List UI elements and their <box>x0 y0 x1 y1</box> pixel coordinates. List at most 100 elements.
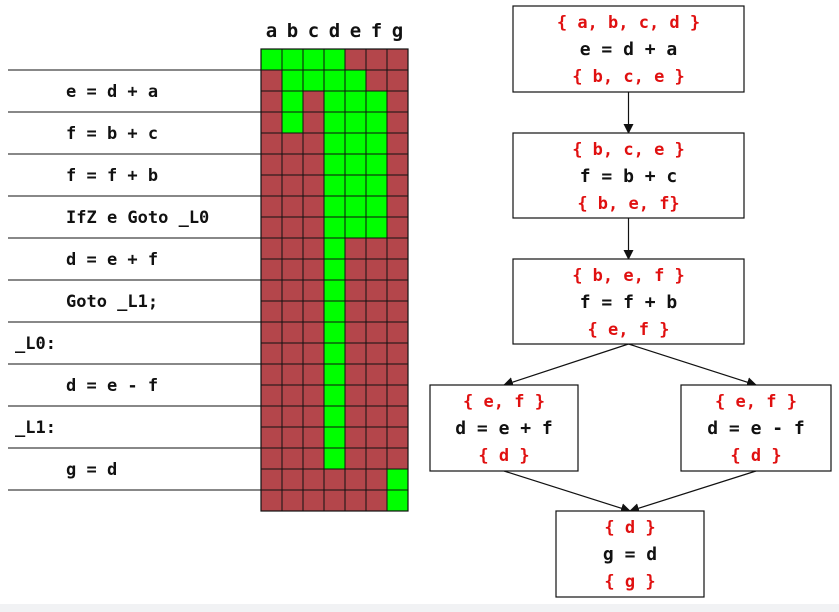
live-cell <box>323 216 346 239</box>
dead-cell <box>260 447 283 470</box>
variable-header-c: c <box>308 20 319 42</box>
dead-cell <box>344 384 367 407</box>
dead-cell <box>344 237 367 260</box>
dead-cell <box>344 363 367 386</box>
live-cell <box>323 132 346 155</box>
dead-cell <box>302 300 325 323</box>
live-cell <box>323 111 346 134</box>
dead-cell <box>386 300 409 323</box>
live-cell <box>323 447 346 470</box>
node-statement: g = d <box>603 544 657 565</box>
code-statement: Goto _L1; <box>66 292 158 312</box>
dead-cell <box>260 363 283 386</box>
dead-cell <box>281 489 304 512</box>
dead-cell <box>365 447 388 470</box>
cfg-node-box <box>555 510 705 598</box>
dead-cell <box>281 405 304 428</box>
dead-cell <box>281 258 304 281</box>
dead-cell <box>365 405 388 428</box>
dead-cell <box>365 48 388 71</box>
live-cell <box>365 195 388 218</box>
cfg-edge <box>503 470 631 514</box>
dead-cell <box>281 153 304 176</box>
dead-cell <box>365 279 388 302</box>
live-cell <box>344 69 367 92</box>
live-cell <box>323 405 346 428</box>
live-cell <box>323 342 346 365</box>
dead-cell <box>386 321 409 344</box>
dead-cell <box>386 132 409 155</box>
dead-cell <box>281 468 304 491</box>
cfg-node-box <box>512 132 745 219</box>
dead-cell <box>386 405 409 428</box>
dead-cell <box>365 426 388 449</box>
dead-cell <box>386 237 409 260</box>
dead-cell <box>386 258 409 281</box>
dead-cell <box>386 111 409 134</box>
dead-cell <box>386 195 409 218</box>
live-cell <box>365 153 388 176</box>
dead-cell <box>323 489 346 512</box>
live-cell <box>281 69 304 92</box>
dead-cell <box>302 174 325 197</box>
dead-cell <box>386 363 409 386</box>
dead-cell <box>260 111 283 134</box>
live-cell <box>260 48 283 71</box>
live-cell <box>323 48 346 71</box>
dead-cell <box>365 468 388 491</box>
dead-cell <box>386 279 409 302</box>
dead-cell <box>281 300 304 323</box>
dead-cell <box>302 321 325 344</box>
cfg-node-n2: { b, c, e } f = b + c { b, e, f} <box>512 132 745 219</box>
dead-cell <box>281 237 304 260</box>
live-out-set: { b, e, f} <box>577 194 679 214</box>
live-in-set: { b, e, f } <box>572 266 685 286</box>
dead-cell <box>302 405 325 428</box>
live-cell <box>344 132 367 155</box>
live-cell <box>281 90 304 113</box>
dead-cell <box>386 174 409 197</box>
dead-cell <box>260 90 283 113</box>
cfg-node-box <box>680 384 832 472</box>
code-statement: d = e - f <box>66 376 158 396</box>
live-cell <box>365 90 388 113</box>
live-cell <box>323 153 346 176</box>
code-statement: g = d <box>66 460 117 480</box>
dead-cell <box>386 69 409 92</box>
live-cell <box>323 321 346 344</box>
live-out-set: { g } <box>604 572 655 592</box>
dead-cell <box>365 258 388 281</box>
cfg-node-box <box>512 5 745 93</box>
code-statement: IfZ e Goto _L0 <box>66 208 209 228</box>
dead-cell <box>260 342 283 365</box>
dead-cell <box>281 321 304 344</box>
cfg-node-n5: { e, f }d = e - f{ d } <box>680 384 832 472</box>
dead-cell <box>302 342 325 365</box>
dead-cell <box>302 426 325 449</box>
dead-cell <box>260 321 283 344</box>
variable-header-a: a <box>266 20 277 42</box>
node-statement: f = b + c <box>580 166 678 187</box>
variable-header-g: g <box>392 20 403 42</box>
live-cell <box>323 90 346 113</box>
dead-cell <box>344 342 367 365</box>
live-cell <box>344 90 367 113</box>
live-cell <box>365 174 388 197</box>
live-cell <box>323 300 346 323</box>
dead-cell <box>260 237 283 260</box>
live-in-set: { a, b, c, d } <box>557 13 700 33</box>
live-in-set: { b, c, e } <box>572 140 685 160</box>
live-cell <box>323 237 346 260</box>
footer-strip <box>0 604 839 612</box>
dead-cell <box>302 90 325 113</box>
cfg-edge <box>629 470 757 514</box>
dead-cell <box>260 258 283 281</box>
dead-cell <box>281 447 304 470</box>
variable-header-f: f <box>371 20 382 42</box>
dead-cell <box>302 153 325 176</box>
variable-header-d: d <box>329 20 340 42</box>
dead-cell <box>365 489 388 512</box>
live-cell <box>386 489 409 512</box>
